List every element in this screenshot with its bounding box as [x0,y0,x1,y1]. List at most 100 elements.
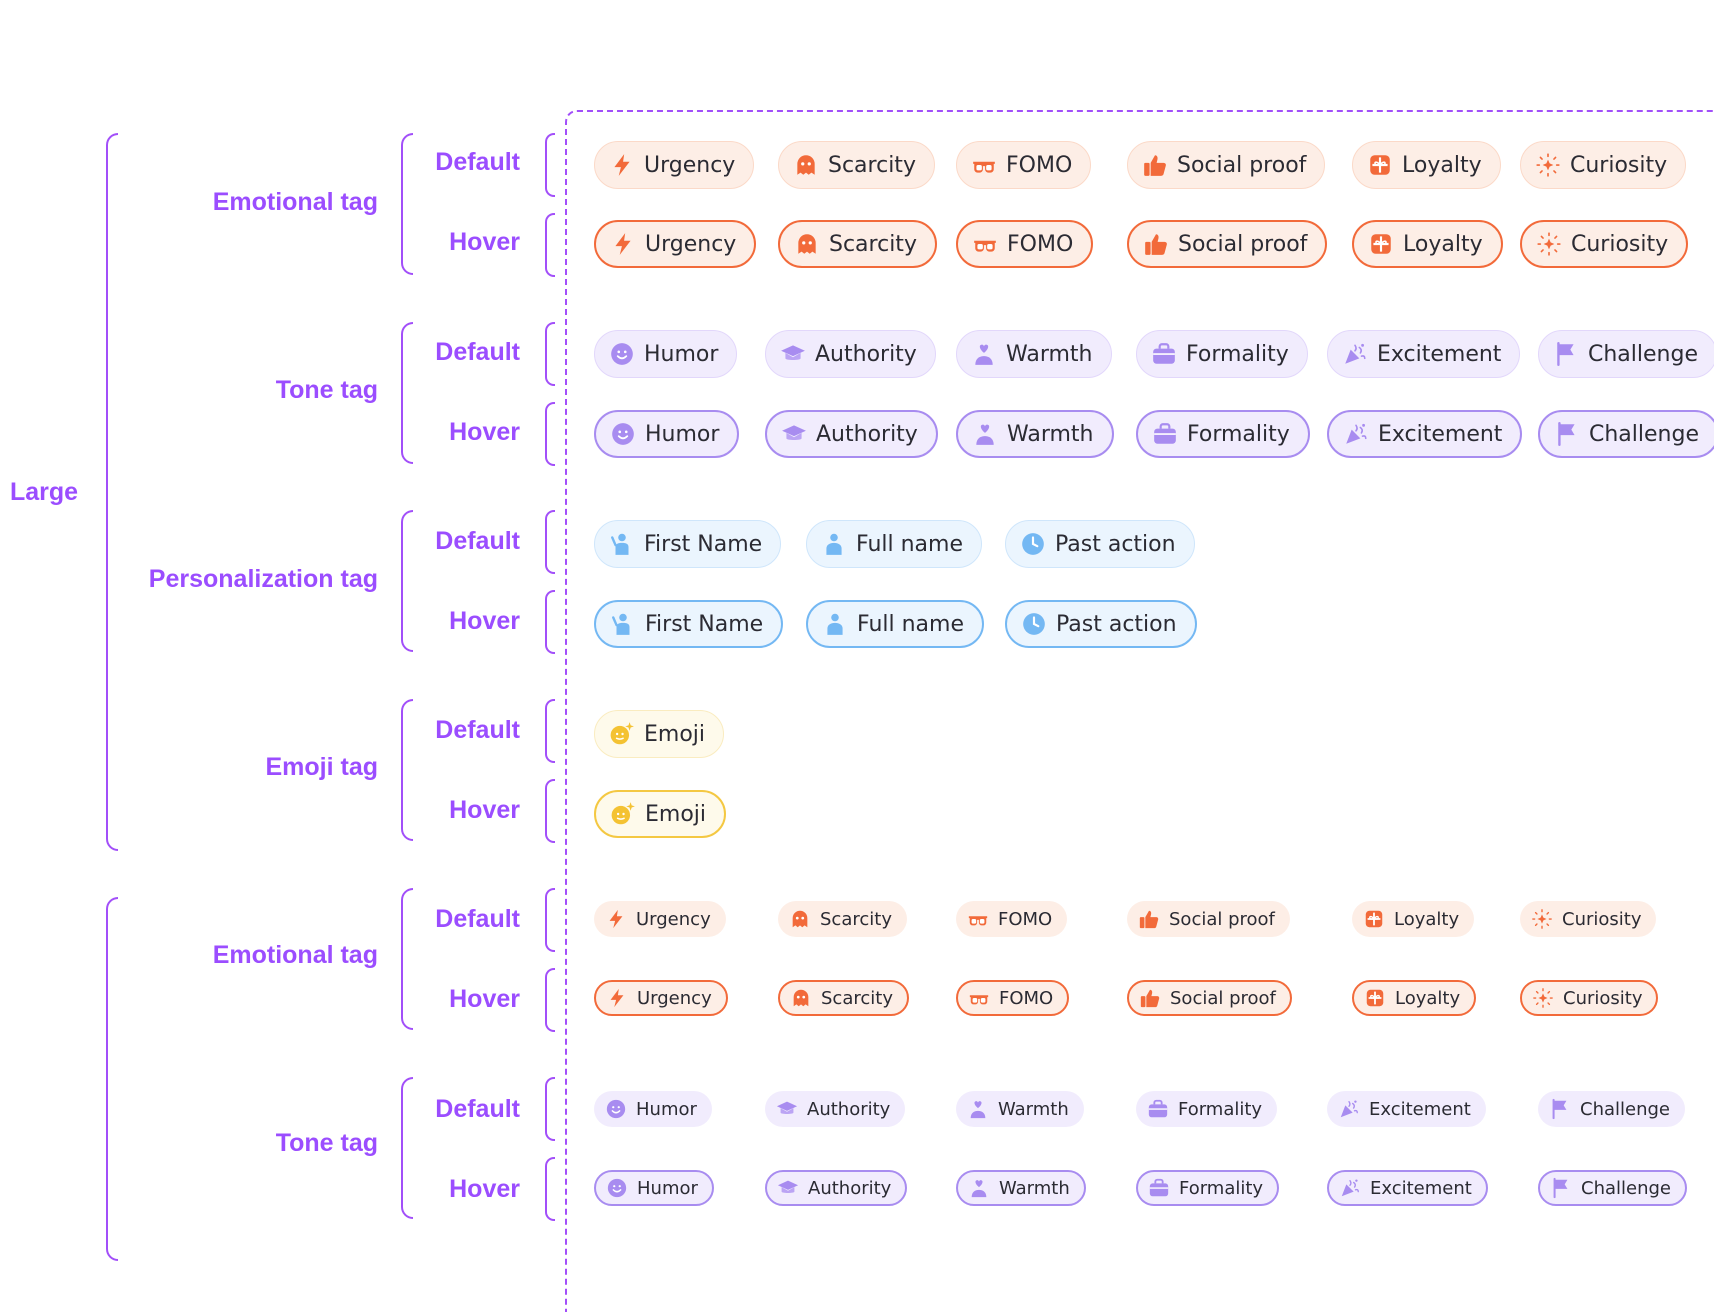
tag-humor-default[interactable]: Humor [594,330,738,378]
tag-label: FOMO [1007,231,1074,257]
smiley-icon [606,1177,628,1199]
emoji-sparkle-icon [609,721,635,747]
tag-label: Past action [1056,611,1177,637]
tag-loyalty-hover[interactable]: Loyalty [1352,980,1477,1016]
tag-label: Warmth [999,1177,1070,1199]
group-label-personalization-large: Personalization tag [148,565,378,593]
tag-humor-default[interactable]: Humor [594,1091,712,1127]
group-brace [401,510,413,652]
tag-label: Challenge [1580,1098,1670,1120]
tag-first-name-hover[interactable]: First Name [594,600,784,648]
tag-label: Warmth [1006,341,1093,367]
group-label-emoji-large: Emoji tag [265,753,378,781]
tag-full-name-default[interactable]: Full name [806,520,983,568]
tag-social-proof-hover[interactable]: Social proof [1127,220,1328,268]
tag-curiosity-default[interactable]: Curiosity [1520,141,1687,189]
tag-label: Social proof [1177,152,1307,178]
tag-scarcity-default[interactable]: Scarcity [778,901,907,937]
smiley-icon [605,1098,627,1120]
tag-fomo-hover[interactable]: FOMO [956,220,1094,268]
tag-label: Scarcity [821,987,893,1009]
tag-social-proof-default[interactable]: Social proof [1127,141,1326,189]
state-label-hover: Hover [449,985,520,1013]
tag-excitement-hover[interactable]: Excitement [1327,1170,1488,1206]
tag-label: Warmth [998,1098,1069,1120]
glasses-icon [968,987,990,1009]
tag-excitement-default[interactable]: Excitement [1327,1091,1486,1127]
tag-warmth-hover[interactable]: Warmth [956,410,1114,458]
tag-emoji-hover[interactable]: Emoji [594,790,727,838]
tag-loyalty-default[interactable]: Loyalty [1352,901,1475,937]
glasses-icon [967,908,989,930]
tag-fomo-default[interactable]: FOMO [956,141,1092,189]
graduation-cap-icon [781,421,807,447]
tag-warmth-default[interactable]: Warmth [956,330,1112,378]
tag-curiosity-default[interactable]: Curiosity [1520,901,1657,937]
briefcase-icon [1148,1177,1170,1199]
tag-challenge-default[interactable]: Challenge [1538,330,1714,378]
tag-label: Past action [1055,531,1176,557]
tag-challenge-hover[interactable]: Challenge [1538,410,1714,458]
tag-fomo-default[interactable]: FOMO [956,901,1068,937]
tag-emoji-default[interactable]: Emoji [594,710,725,758]
tag-label: Humor [636,1098,697,1120]
tag-urgency-hover[interactable]: Urgency [594,980,728,1016]
tag-past-action-default[interactable]: Past action [1005,520,1195,568]
tag-authority-default[interactable]: Authority [765,330,936,378]
briefcase-icon [1147,1098,1169,1120]
tag-excitement-hover[interactable]: Excitement [1327,410,1523,458]
state-label-hover: Hover [449,1175,520,1203]
tag-curiosity-hover[interactable]: Curiosity [1520,220,1689,268]
tag-loyalty-hover[interactable]: Loyalty [1352,220,1503,268]
party-popper-icon [1338,1098,1360,1120]
tag-loyalty-default[interactable]: Loyalty [1352,141,1501,189]
tag-fomo-hover[interactable]: FOMO [956,980,1070,1016]
tag-formality-hover[interactable]: Formality [1136,1170,1280,1206]
tag-label: First Name [644,531,763,557]
tag-challenge-default[interactable]: Challenge [1538,1091,1685,1127]
tag-label: Curiosity [1571,231,1669,257]
tag-formality-default[interactable]: Formality [1136,1091,1278,1127]
tag-scarcity-hover[interactable]: Scarcity [778,980,909,1016]
tag-scarcity-default[interactable]: Scarcity [778,141,935,189]
ghost-icon [794,231,820,257]
tag-full-name-hover[interactable]: Full name [806,600,985,648]
tag-humor-hover[interactable]: Humor [594,410,740,458]
tag-urgency-hover[interactable]: Urgency [594,220,757,268]
tag-past-action-hover[interactable]: Past action [1005,600,1197,648]
flag-icon [1550,1177,1572,1199]
tag-social-proof-default[interactable]: Social proof [1127,901,1290,937]
state-label-default: Default [435,716,520,744]
tag-urgency-default[interactable]: Urgency [594,901,726,937]
tag-authority-default[interactable]: Authority [765,1091,906,1127]
clock-icon [1021,611,1047,637]
sparkle-star-icon [1536,231,1562,257]
tag-scarcity-hover[interactable]: Scarcity [778,220,937,268]
tag-formality-hover[interactable]: Formality [1136,410,1310,458]
tag-excitement-default[interactable]: Excitement [1327,330,1521,378]
size-brace-large [106,133,118,851]
tag-first-name-default[interactable]: First Name [594,520,782,568]
person-waving-icon [610,611,636,637]
tag-authority-hover[interactable]: Authority [765,410,938,458]
state-brace [545,699,555,763]
tag-humor-hover[interactable]: Humor [594,1170,714,1206]
tag-authority-hover[interactable]: Authority [765,1170,908,1206]
tag-label: Formality [1178,1098,1263,1120]
tag-warmth-hover[interactable]: Warmth [956,1170,1086,1206]
tag-formality-default[interactable]: Formality [1136,330,1308,378]
state-brace [545,1077,555,1141]
tag-social-proof-hover[interactable]: Social proof [1127,980,1292,1016]
tag-label: Authority [808,1177,892,1199]
state-label-default: Default [435,527,520,555]
tag-warmth-default[interactable]: Warmth [956,1091,1084,1127]
tag-challenge-hover[interactable]: Challenge [1538,1170,1687,1206]
state-brace [545,888,555,952]
tag-curiosity-hover[interactable]: Curiosity [1520,980,1659,1016]
ghost-icon [793,152,819,178]
tag-label: Warmth [1007,421,1094,447]
tag-label: Loyalty [1402,152,1482,178]
person-heart-icon [971,341,997,367]
state-label-hover: Hover [449,418,520,446]
tag-urgency-default[interactable]: Urgency [594,141,755,189]
